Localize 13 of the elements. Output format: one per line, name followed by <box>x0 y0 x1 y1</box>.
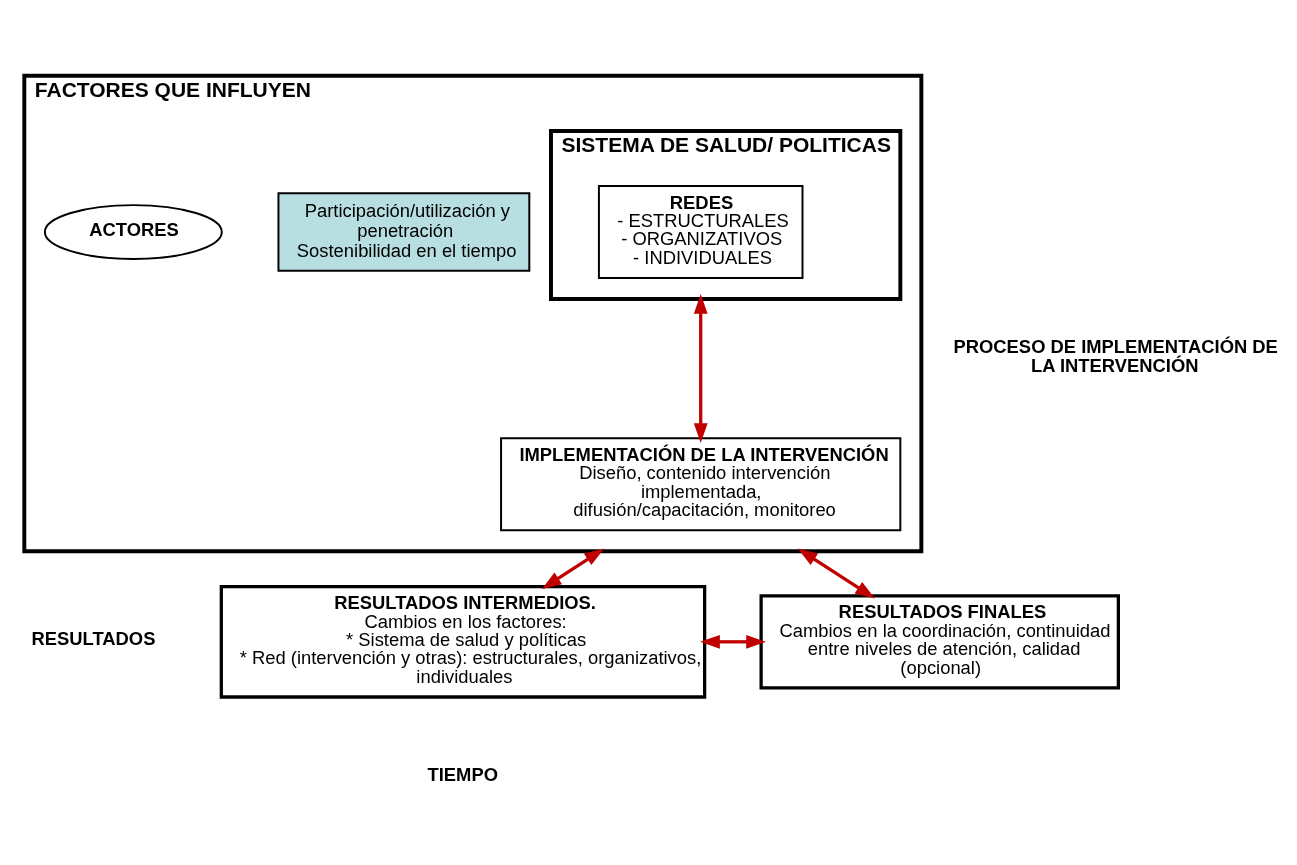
arrow <box>693 293 708 443</box>
node-box: RESULTADOS INTERMEDIOS. Cambios en los factores: * Sistema de salud y políticas * Red (intervención y otras): estructurales, organizativos, individuales <box>219 584 707 699</box>
arrow <box>700 634 766 649</box>
node-label: PROCESO DE IMPLEMENTACIÓN DE LA INTERVENCIÓN <box>953 335 1278 376</box>
label: TIEMPO <box>427 763 498 785</box>
node-box: RESULTADOS FINALES Cambios en la coordinación, continuidad entre niveles de atención, calidad (opcional) <box>759 593 1120 689</box>
label: RESULTADOS <box>31 627 156 649</box>
node-box: IMPLEMENTACIÓN DE LA INTERVENCIÓN Diseño, contenido intervención implementada, difusión/capacitación, monitoreo <box>500 436 902 531</box>
node-box: REDES - ESTRUCTURALES - ORGANIZATIVOS - INDIVIDUALES <box>597 184 804 279</box>
arrow <box>797 548 875 598</box>
node-ellipse: ACTORES <box>43 203 223 260</box>
node-box: Participación/utilización y penetración Sostenibilidad en el tiempo <box>277 191 531 272</box>
arrow <box>541 548 605 589</box>
